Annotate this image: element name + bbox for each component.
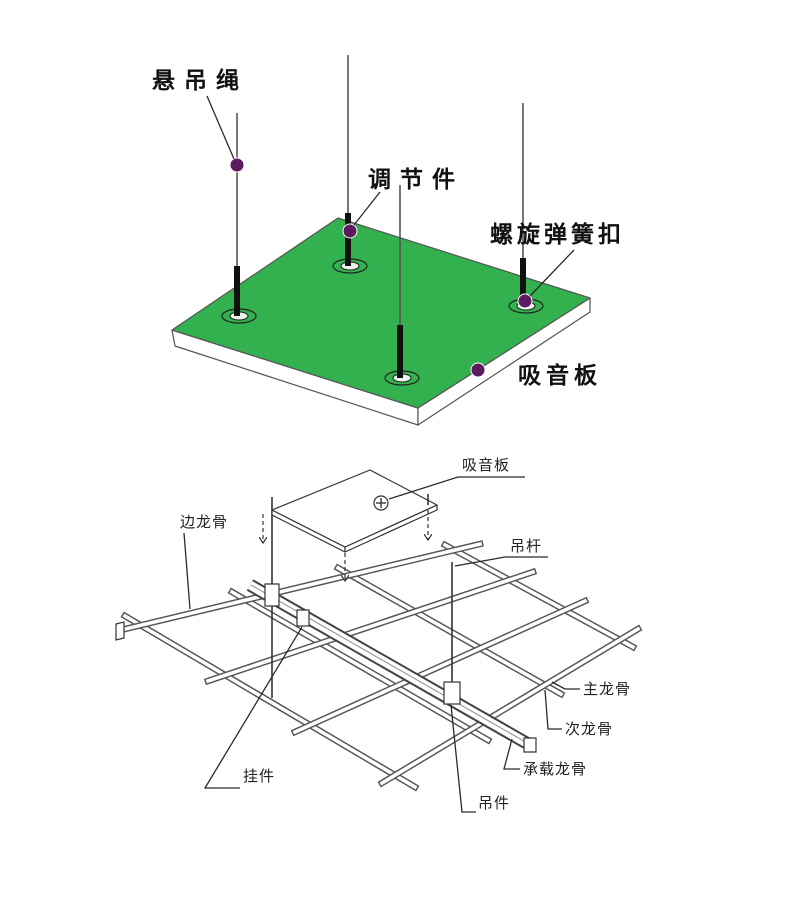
panel-top-face — [171, 217, 591, 409]
marker-dot-panel — [470, 362, 486, 378]
acoustic-panel-bottom — [271, 469, 438, 553]
leader-carrying-channel — [503, 738, 520, 770]
label-adjuster: 调节件 — [368, 167, 464, 193]
rail-face — [335, 565, 564, 697]
leader-hanger-rod — [454, 556, 548, 567]
edge-trim-end-flange — [115, 621, 125, 641]
leader-spring-clip — [529, 249, 575, 297]
leader-hanger — [450, 704, 476, 813]
threaded-rod — [345, 213, 351, 266]
cross-tee-rail — [440, 540, 638, 652]
rail-face — [205, 569, 536, 684]
leader-cross-tee — [544, 689, 562, 730]
suspension-assembly-left — [221, 113, 257, 324]
suspension-assembly-right — [508, 103, 544, 314]
rail-face — [292, 598, 588, 735]
label-acoustic-panel-top: 吸音板 — [518, 362, 602, 389]
rail-face — [118, 541, 483, 633]
label-edge-trim: 边龙骨 — [180, 513, 228, 531]
hanger-clip-left — [264, 583, 280, 607]
top-diagram: 悬吊绳 调节件 螺旋弹簧扣 吸音板 — [152, 55, 625, 426]
suspension-assembly-back — [332, 55, 368, 274]
channel-groove — [250, 584, 530, 745]
marker-dot — [342, 223, 358, 239]
threaded-rod — [520, 258, 526, 306]
rail-face — [379, 626, 641, 786]
carrying-channel-end — [523, 737, 537, 753]
label-hanger-rod: 吊杆 — [510, 537, 542, 555]
panel-face — [271, 469, 438, 548]
cross-tee-rail — [227, 587, 493, 745]
edge-trim-side-rail — [120, 611, 420, 792]
leader-main-tee — [551, 681, 580, 690]
label-spring-clip: 螺旋弹簧扣 — [490, 221, 625, 248]
label-hanger: 吊件 — [478, 794, 510, 812]
main-tee-rail — [203, 567, 538, 686]
edge-trim-rail — [117, 540, 484, 634]
suspension-assembly-front — [384, 185, 420, 386]
carrying-channel — [246, 579, 534, 751]
marker-dot — [229, 157, 245, 173]
rail-face — [122, 613, 418, 790]
leader-hanging-clip — [203, 626, 303, 789]
label-suspension-rope: 悬吊绳 — [152, 67, 248, 94]
threaded-rod — [397, 325, 403, 378]
cross-tee-rail — [333, 563, 566, 699]
acoustic-panel-top — [171, 217, 591, 426]
label-main-tee: 主龙骨 — [583, 680, 631, 698]
threaded-rod — [234, 266, 240, 316]
leader-suspension-rope — [206, 95, 235, 160]
label-carrying-channel: 承载龙骨 — [523, 760, 587, 778]
label-acoustic-panel-bottom: 吸音板 — [462, 456, 510, 474]
bottom-diagram: 吸音板 边龙骨 吊杆 主龙骨 次龙骨 承载龙骨 挂件 吊件 — [115, 456, 643, 813]
hanging-clip — [296, 609, 310, 627]
label-hanging-clip: 挂件 — [243, 767, 275, 785]
label-cross-tee: 次龙骨 — [565, 720, 613, 738]
marker-dot — [517, 293, 533, 309]
leader-edge-trim — [183, 532, 191, 610]
main-tee-rail — [377, 624, 643, 788]
hanger-clip-right — [443, 681, 461, 705]
leader-acoustic-panel — [388, 476, 525, 500]
rail-face — [229, 589, 491, 743]
main-tee-rail — [290, 596, 590, 737]
rail-face — [442, 542, 636, 650]
leader-adjuster — [353, 191, 381, 226]
